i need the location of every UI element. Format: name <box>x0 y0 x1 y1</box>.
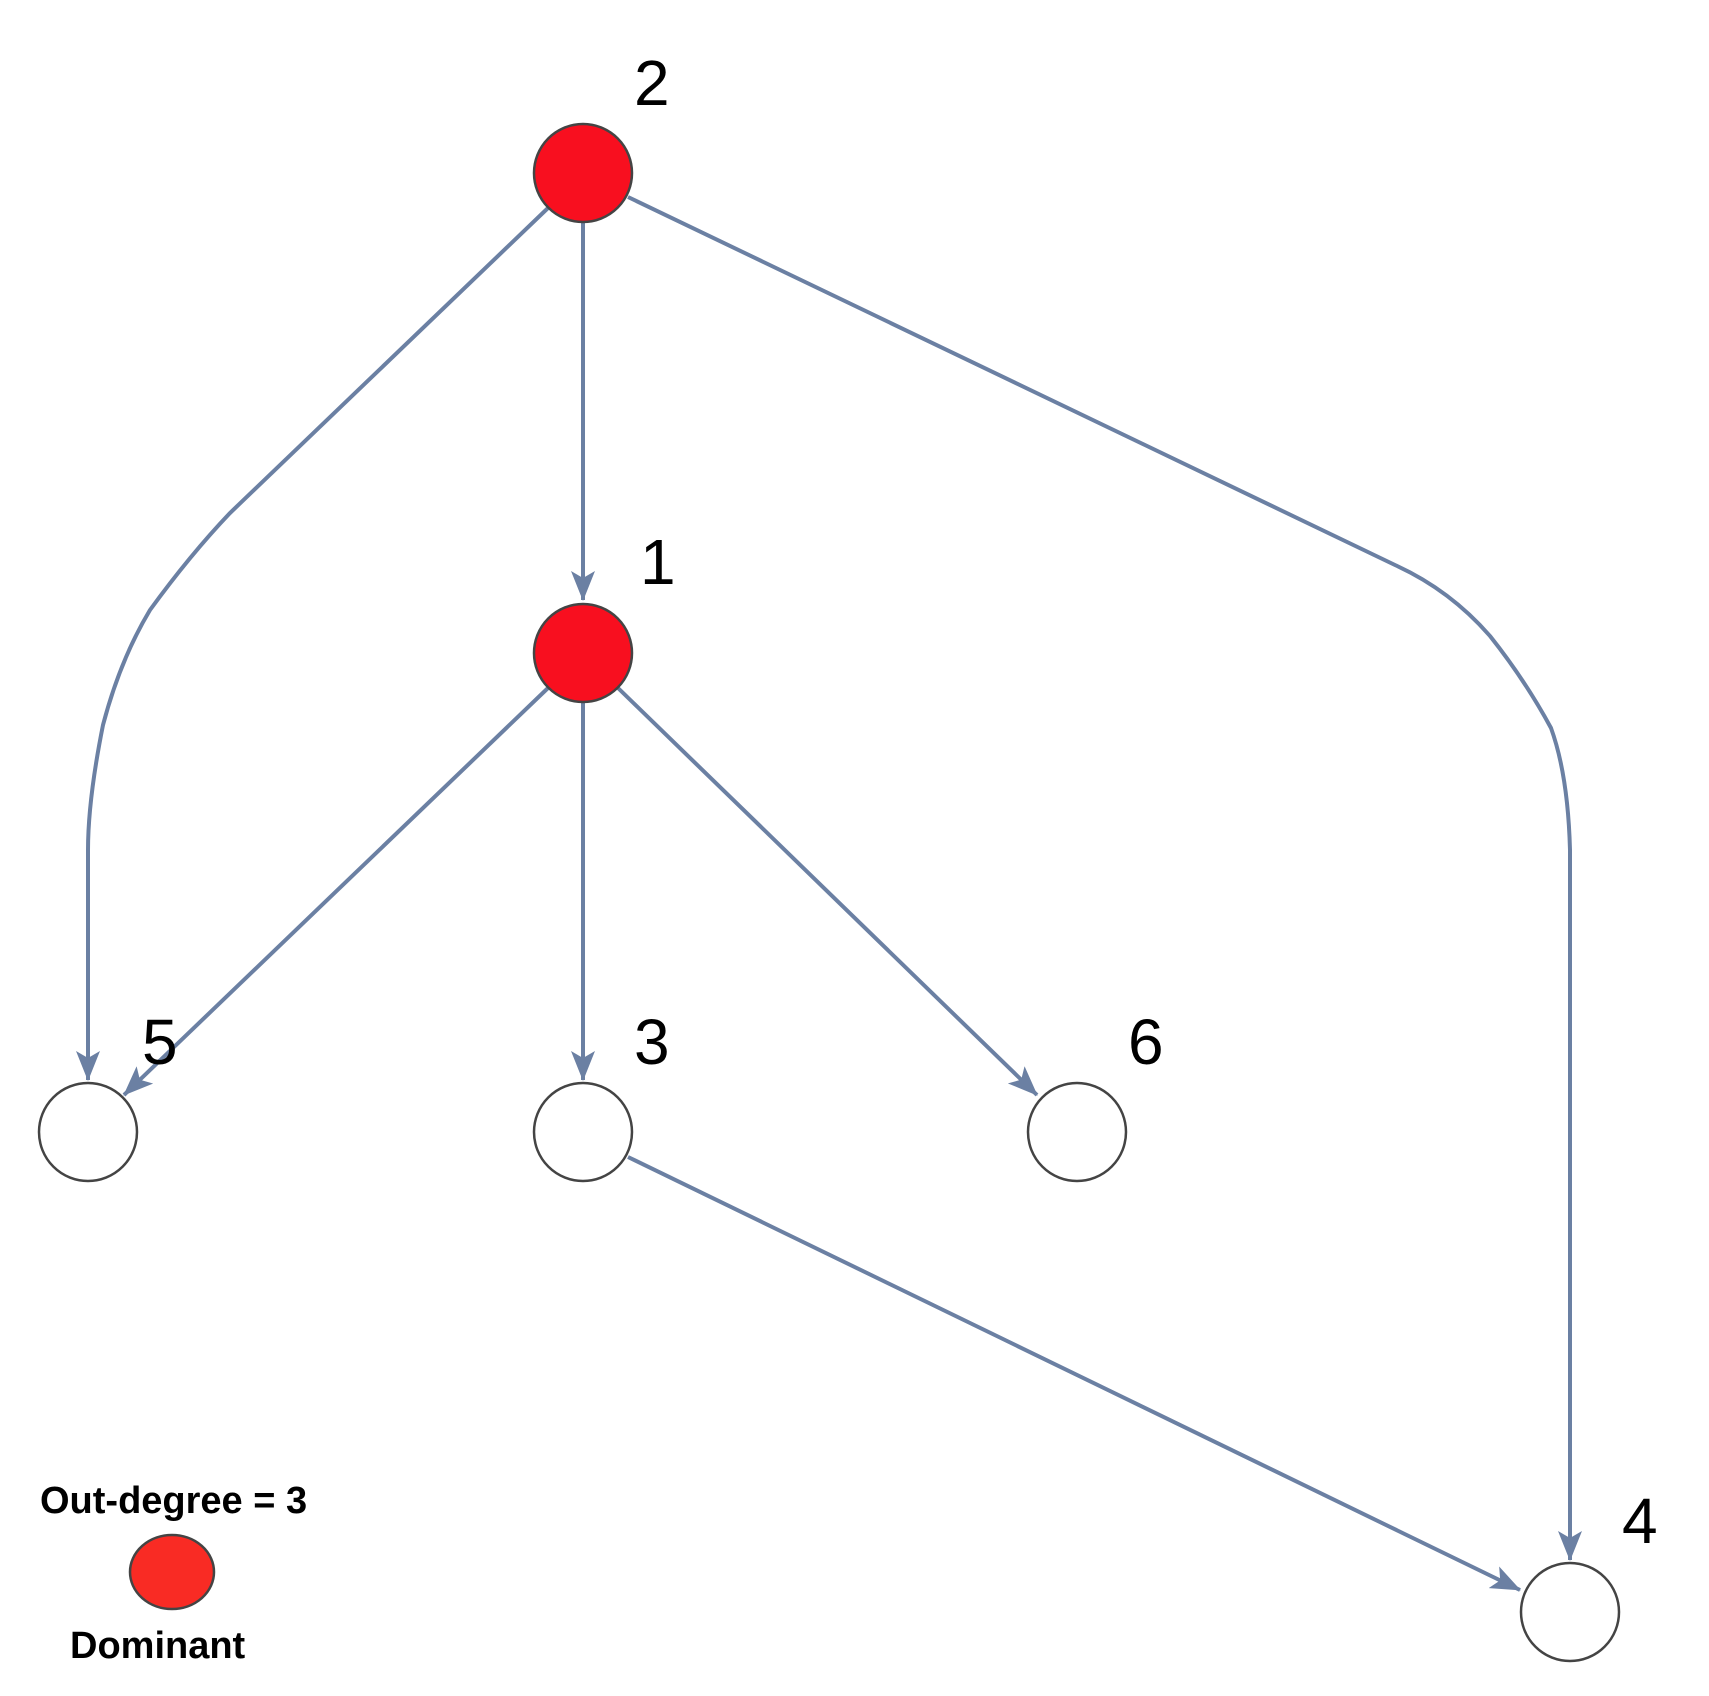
node-4: 4 <box>1519 1485 1658 1663</box>
legend-title: Out-degree = 3 <box>40 1480 307 1522</box>
edge-1-6 <box>616 686 1039 1097</box>
node-4-circle <box>1519 1561 1621 1663</box>
node-4-label: 4 <box>1622 1485 1658 1557</box>
node-5-label: 5 <box>142 1006 178 1078</box>
edges <box>76 195 1582 1592</box>
edge-1-5 <box>122 686 550 1097</box>
node-1-circle <box>532 602 634 704</box>
node-1-label: 1 <box>640 526 676 598</box>
node-5-circle <box>37 1081 139 1183</box>
legend-dominant-swatch <box>128 1533 216 1611</box>
node-6: 6 <box>1026 1006 1164 1183</box>
node-5: 5 <box>37 1006 178 1183</box>
node-3-circle <box>532 1081 634 1183</box>
node-2-label: 2 <box>634 47 670 119</box>
legend: Out-degree = 3 Dominant <box>40 1480 307 1667</box>
legend-caption: Dominant <box>70 1625 246 1667</box>
node-3-label: 3 <box>634 1006 670 1078</box>
edge-2-5 <box>76 206 550 1081</box>
node-1: 1 <box>532 526 676 704</box>
edge-3-4 <box>627 1155 1521 1592</box>
node-3: 3 <box>532 1006 670 1183</box>
edge-2-4 <box>627 195 1582 1561</box>
node-6-circle <box>1026 1081 1128 1183</box>
node-6-label: 6 <box>1128 1006 1164 1078</box>
nodes: 2 1 5 3 6 4 <box>37 47 1658 1663</box>
node-2-circle <box>532 122 634 224</box>
node-2: 2 <box>532 47 670 224</box>
